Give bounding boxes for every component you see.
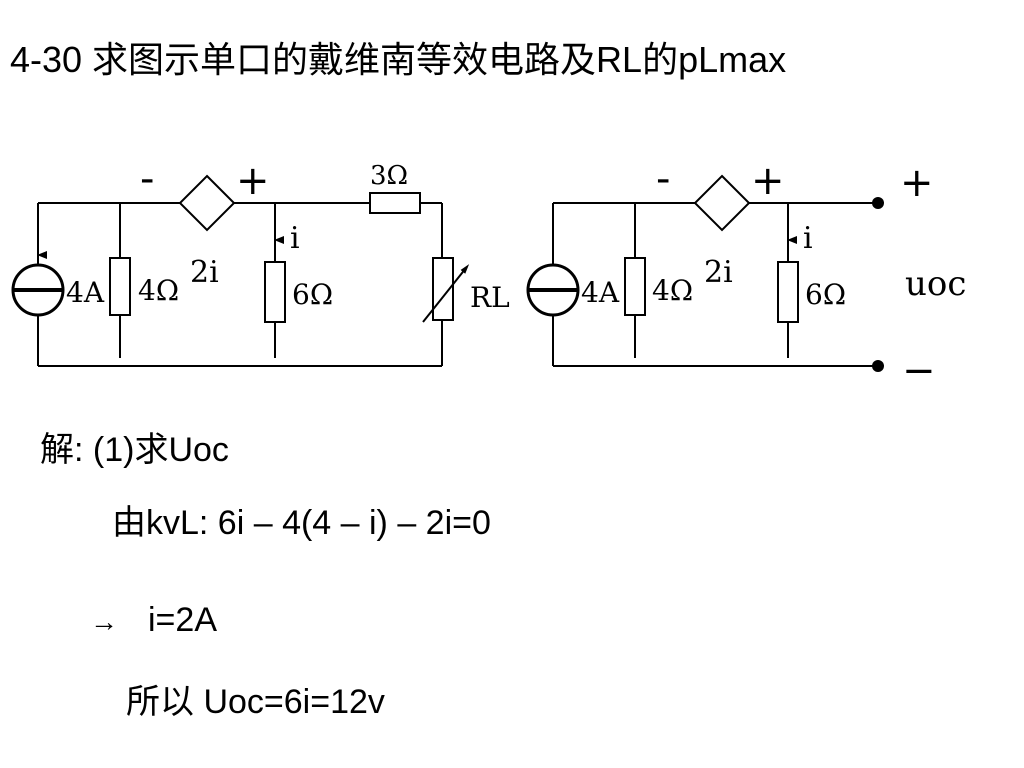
solution-step-3: → i=2A (90, 603, 217, 637)
current-source-label: 4A (66, 276, 105, 309)
resistor-4-label: 4Ω (138, 274, 179, 307)
solution-step-1: 解: (1)求Uoc (40, 431, 229, 469)
current-label: i (290, 221, 300, 256)
resistor-6-label: 6Ω (292, 278, 333, 311)
dependent-source-label: 2i (190, 255, 219, 290)
resistor-6-label-right: 6Ω (805, 278, 846, 311)
terminal-minus-dot (872, 360, 884, 372)
solution-step-4: 所以 Uoc=6i=12v (126, 683, 385, 721)
circuit-diagrams: 4A 4Ω - + 2i i 6Ω 3Ω RL (11, 156, 966, 394)
terminal-minus-label: − (902, 348, 936, 394)
resistor-4-ohm-right (624, 257, 646, 316)
dependent-source-plus-right: + (751, 158, 785, 204)
right-circuit-wires (552, 202, 878, 367)
terminal-plus-dot (872, 197, 884, 209)
dependent-source-label-right: 2i (704, 255, 733, 290)
resistor-3-label: 3Ω (370, 161, 408, 191)
voltage-uoc-label: uoc (905, 264, 966, 304)
solution-step-2: 由kvL: 6i – 4(4 – i) – 2i=0 (112, 504, 491, 542)
resistor-6-ohm-right (777, 261, 799, 323)
current-source-label-right: 4A (581, 276, 620, 309)
dependent-source-minus-right: - (656, 156, 670, 202)
left-circuit: 4A 4Ω - + 2i i 6Ω 3Ω RL (11, 156, 510, 367)
right-circuit: 4A 4Ω - + 2i i 6Ω + − uoc (526, 156, 966, 394)
load-variable-arrow (422, 264, 470, 323)
dependent-source-minus: - (140, 156, 154, 202)
resistor-4-label-right: 4Ω (652, 274, 693, 307)
dependent-source-diamond (178, 174, 236, 232)
right-arrow-icon: → (90, 606, 118, 637)
resistor-3-ohm (369, 192, 421, 214)
left-circuit-wires (37, 202, 443, 367)
current-source-4a-right (526, 263, 580, 317)
resistor-6-ohm (264, 261, 286, 323)
terminal-plus-label: + (900, 160, 934, 206)
load-label: RL (470, 281, 510, 314)
slide-title: 4-30 求图示单口的戴维南等效电路及RL的pLmax (10, 39, 787, 80)
dependent-source-plus: + (236, 158, 270, 204)
solution-result-i: i=2A (148, 601, 217, 639)
current-label-right: i (803, 221, 813, 256)
dependent-source-diamond-right (693, 174, 751, 232)
current-source-4a (11, 243, 65, 317)
resistor-4-ohm (109, 257, 131, 316)
